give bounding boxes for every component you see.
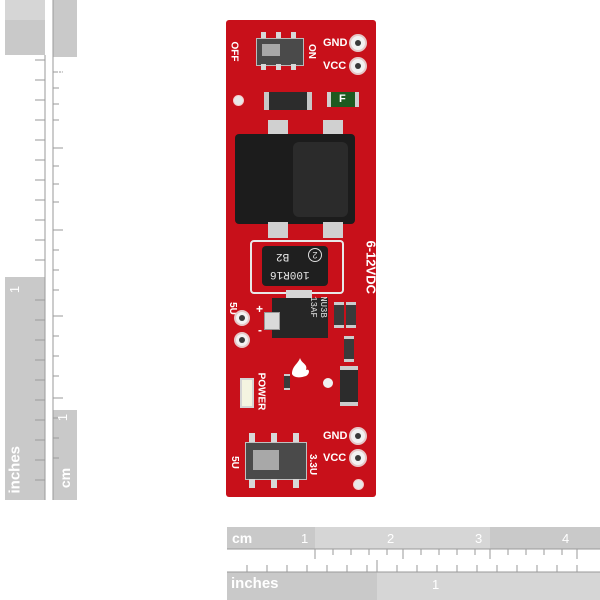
inductor-code-top: B2	[276, 250, 290, 262]
vertical-ruler-cm-2: 2	[55, 327, 71, 336]
capacitor-1	[334, 302, 344, 328]
horizontal-ruler-in-1: 1	[432, 577, 440, 592]
inductor-symbol: 2	[308, 248, 322, 262]
terminal-pin-plus	[234, 310, 250, 326]
test-point	[323, 378, 333, 388]
horizontal-ruler-cm-light	[315, 527, 490, 549]
label-3-3u: 3.3U	[307, 453, 319, 476]
capacitor-2	[346, 302, 356, 328]
label-vcc-bottom: VCC	[323, 452, 347, 464]
vertical-ruler-cm-3: 3	[55, 240, 71, 249]
power-led	[240, 378, 254, 408]
mounting-hole-top	[233, 95, 244, 106]
label-gnd-bottom: GND	[323, 430, 348, 442]
vertical-ruler-cm-light2	[53, 210, 77, 410]
mounting-hole-bottom	[353, 479, 364, 490]
vertical-ruler-ticks	[35, 0, 63, 500]
label-fuse: F	[339, 93, 346, 105]
output-diode	[340, 366, 358, 406]
vertical-ruler-in-1: 1	[7, 285, 23, 294]
barrel-jack	[233, 120, 358, 238]
horizontal-ruler-cm-3: 3	[475, 531, 483, 546]
voltage-select-switch[interactable]	[245, 433, 307, 489]
horizontal-ruler-cm-4: 4	[562, 531, 570, 546]
label-minus: -	[258, 323, 262, 337]
terminal-pin-minus	[234, 332, 250, 348]
top-power-switch[interactable]	[256, 32, 304, 70]
vertical-ruler-in-2: 2	[7, 59, 23, 68]
vertical-ruler-in-label: inches	[6, 445, 24, 494]
diode	[264, 92, 312, 110]
label-gnd-top: GND	[323, 37, 348, 49]
regulator-code-top: 13AF	[307, 296, 318, 318]
horizontal-ruler-cm-2: 2	[387, 531, 395, 546]
header-pin-vcc-top	[349, 57, 367, 75]
vertical-ruler-cm-1: 1	[55, 413, 71, 422]
top-switch-knob[interactable]	[262, 44, 280, 56]
fuse: F	[327, 92, 359, 107]
led-resistor	[284, 374, 290, 390]
capacitor-4	[264, 312, 280, 330]
label-vcc-top: VCC	[323, 60, 347, 72]
vertical-ruler-cm-label: cm	[57, 467, 74, 489]
horizontal-ruler-cm-label: cm	[232, 530, 253, 546]
pcb-board: OFF ON GND VCC F 6-12VDC 2 B2 100R16 13A…	[226, 20, 379, 497]
label-plus: +	[256, 302, 264, 316]
header-pin-gnd-top	[349, 34, 367, 52]
label-power: POWER	[255, 372, 267, 411]
label-on: ON	[306, 44, 317, 59]
vertical-ruler-inches-light2	[5, 0, 45, 20]
vertical-ruler-cm-5: 5	[55, 67, 71, 76]
horizontal-ruler: cm 1 2 3 4 inches 1	[227, 527, 600, 600]
horizontal-ruler-in-light	[377, 572, 600, 600]
vertical-ruler-cm-4: 4	[55, 155, 71, 164]
label-5u-bottom: 5U	[228, 456, 240, 469]
horizontal-ruler-in-label: inches	[231, 575, 279, 592]
label-input-range: 6-12VDC	[363, 240, 379, 294]
header-pin-gnd-bottom	[349, 427, 367, 445]
capacitor-3	[344, 336, 354, 362]
inductor-code-bottom: 100R16	[270, 268, 310, 280]
sparkfun-flame-logo	[292, 358, 309, 378]
horizontal-ruler-ticks	[227, 548, 600, 573]
vertical-ruler: 2 1 inches 5 4 3 2 1 cm	[5, 0, 77, 500]
voltage-regulator: 13AF NU3B	[272, 290, 328, 342]
label-off: OFF	[228, 41, 240, 62]
inductor: 2 B2 100R16	[250, 240, 344, 294]
horizontal-ruler-cm-1: 1	[301, 531, 309, 546]
regulator-code-bottom: NU3B	[317, 296, 328, 318]
header-pin-vcc-bottom	[349, 449, 367, 467]
voltage-switch-knob[interactable]	[253, 450, 279, 470]
